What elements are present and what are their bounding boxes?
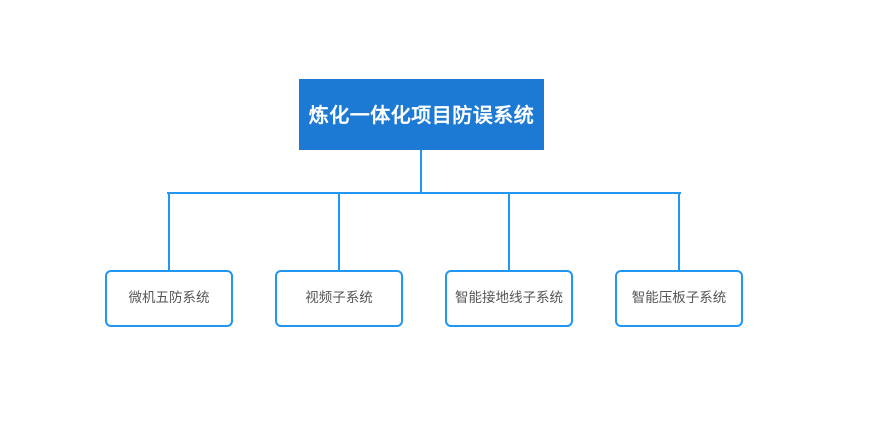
child-node-weiji-wufang[interactable]: 微机五防系统 bbox=[105, 270, 233, 327]
root-node-label: 炼化一体化项目防误系统 bbox=[308, 102, 535, 127]
child-node-label: 智能接地线子系统 bbox=[455, 290, 563, 307]
child-node-shipin[interactable]: 视频子系统 bbox=[275, 270, 403, 327]
root-node[interactable]: 炼化一体化项目防误系统 bbox=[299, 79, 544, 150]
child-node-zhineng-yaban[interactable]: 智能压板子系统 bbox=[615, 270, 743, 327]
child-node-zhineng-jiedixian[interactable]: 智能接地线子系统 bbox=[445, 270, 573, 327]
child-node-label: 视频子系统 bbox=[305, 290, 373, 307]
child-node-label: 智能压板子系统 bbox=[631, 290, 727, 307]
child-node-label: 微机五防系统 bbox=[128, 290, 210, 307]
